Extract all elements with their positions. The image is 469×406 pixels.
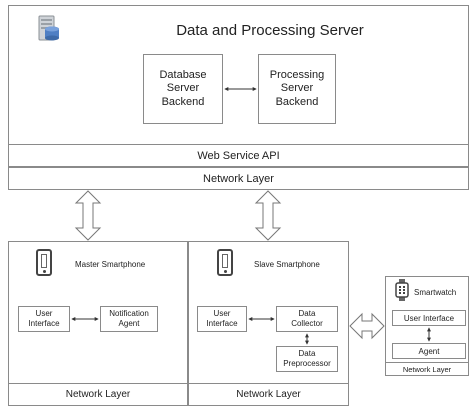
- database-server-backend-box: Database Server Backend: [143, 54, 223, 124]
- server-slave-block-arrow: [254, 190, 282, 241]
- slave-watch-block-arrow: [349, 312, 385, 340]
- smartphone-icon: [36, 249, 52, 276]
- master-smartphone-title: Master Smartphone: [75, 260, 146, 269]
- slave-user-interface-box: User Interface: [197, 306, 247, 332]
- web-service-api-bar: Web Service API: [8, 144, 469, 167]
- slave-smartphone-title: Slave Smartphone: [254, 260, 320, 269]
- watch-agent-box: Agent: [392, 343, 466, 359]
- data-preprocessor-box: Data Preprocessor: [276, 346, 338, 372]
- slave-network-layer-bar: Network Layer: [188, 383, 349, 406]
- data-collector-box: Data Collector: [276, 306, 338, 332]
- server-database-icon: [30, 11, 64, 45]
- watch-user-interface-box: User Interface: [392, 310, 466, 326]
- processing-server-backend-box: Processing Server Backend: [258, 54, 336, 124]
- server-title: Data and Processing Server: [176, 22, 364, 39]
- master-user-interface-box: User Interface: [18, 306, 70, 332]
- smartwatch-title: Smartwatch: [414, 288, 457, 297]
- server-network-layer-bar: Network Layer: [8, 167, 469, 190]
- notification-agent-box: Notification Agent: [100, 306, 158, 332]
- server-master-block-arrow: [74, 190, 102, 241]
- smartphone-icon: [217, 249, 233, 276]
- watch-network-layer-bar: Network Layer: [385, 362, 469, 376]
- smartwatch-icon: [395, 279, 409, 301]
- master-network-layer-bar: Network Layer: [8, 383, 188, 406]
